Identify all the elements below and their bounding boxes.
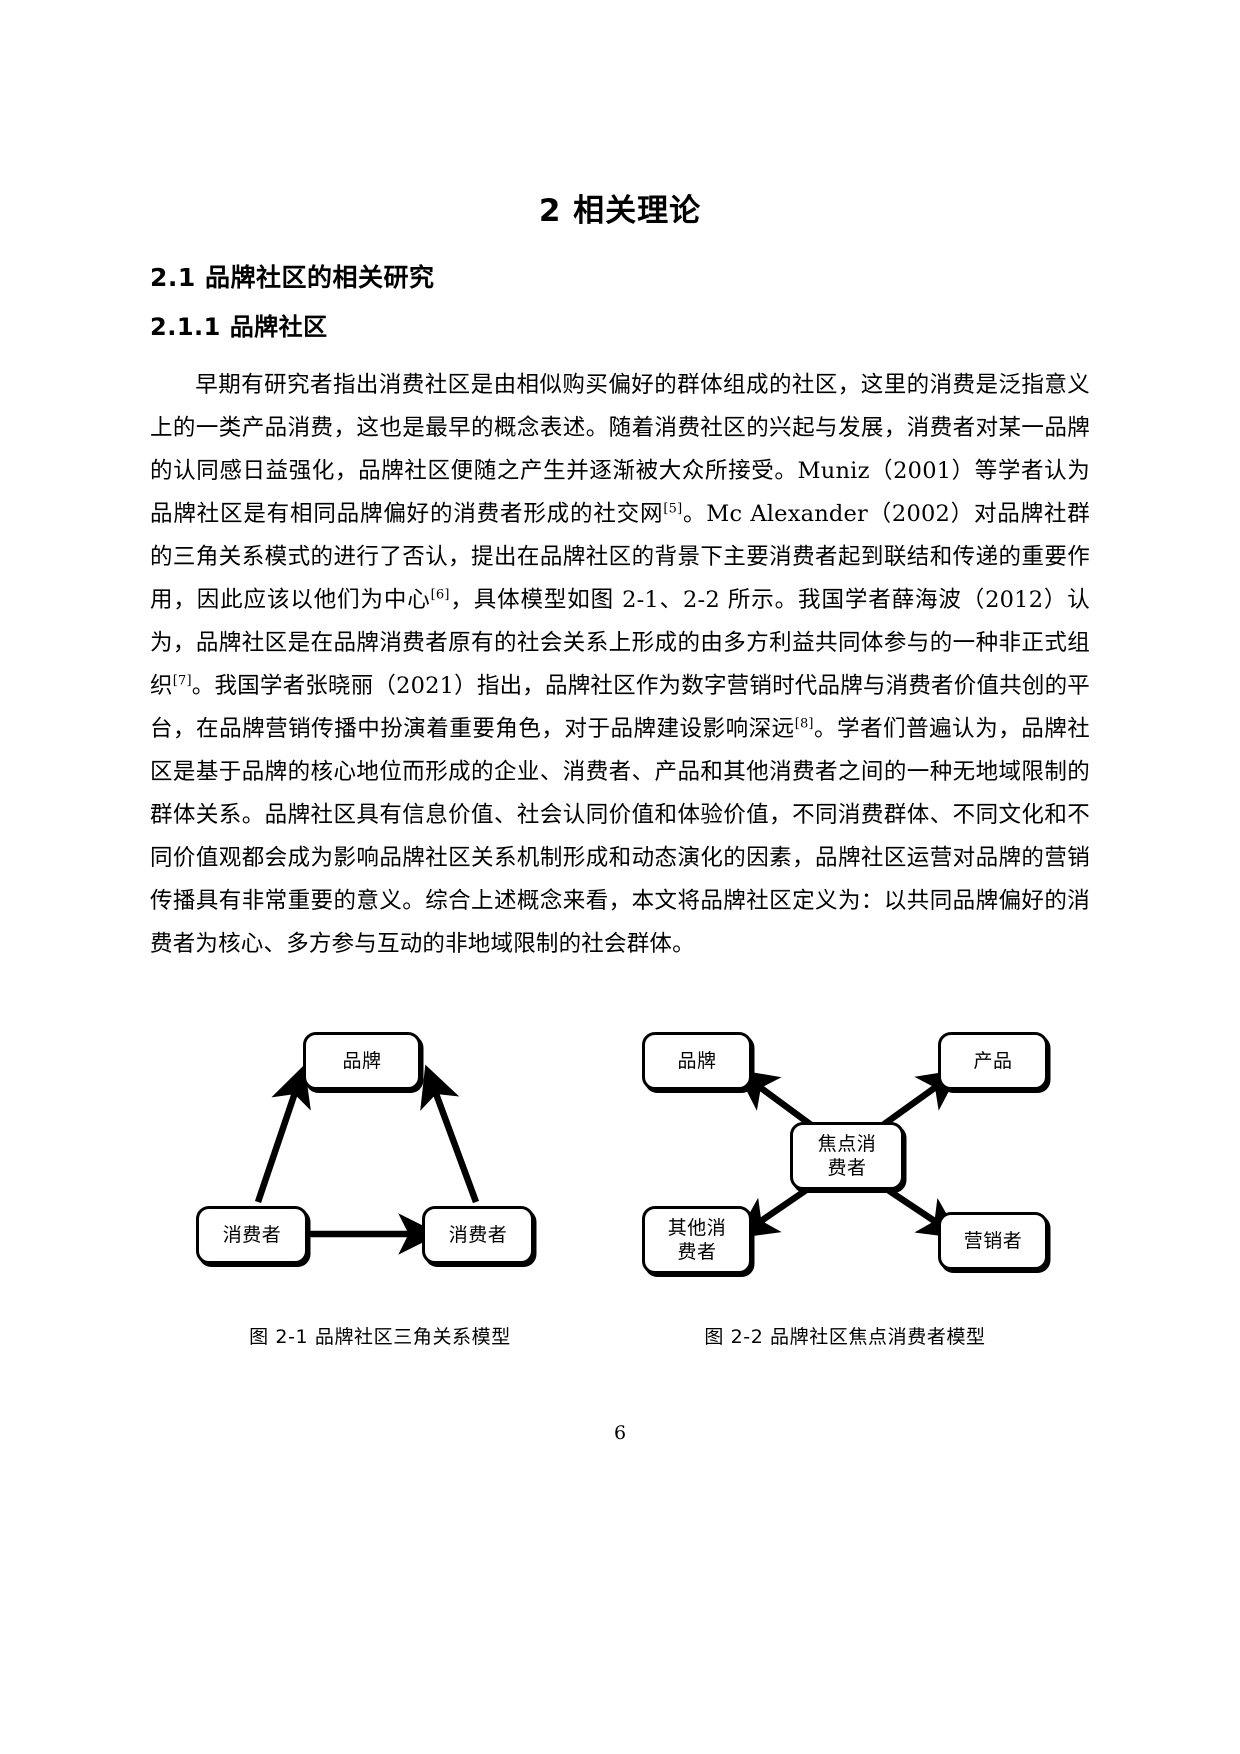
figures-row: 品牌 消费者 消费者 图 2-1 品牌社区三角关系模型 — [150, 1010, 1090, 1350]
citation-ref-7: [7] — [172, 673, 192, 689]
figure-2-2-node-focal-consumer: 焦点消 费者 — [790, 1122, 904, 1190]
figure-2-2-node-brand: 品牌 — [642, 1032, 752, 1090]
figure-2-1-caption: 图 2-1 品牌社区三角关系模型 — [249, 1326, 511, 1348]
figure-2-2-node-product: 产品 — [938, 1032, 1048, 1090]
figure-2-2-caption: 图 2-2 品牌社区焦点消费者模型 — [704, 1326, 986, 1348]
node-label: 焦点消 费者 — [817, 1133, 877, 1179]
citation-ref-6: [6] — [430, 587, 450, 603]
figure-2-2: 品牌 产品 焦点消 费者 其他消 费者 营销者 图 2-2 品牌社区焦点消费者模… — [620, 1010, 1070, 1348]
page-title: 2 相关理论 — [538, 193, 702, 229]
paragraph-part-5: 。学者们普遍认为，品牌社区是基于品牌的核心地位而形成的企业、消费者、产品和其他消… — [150, 716, 1090, 958]
citation-ref-5: [5] — [663, 501, 683, 517]
figure-2-1-node-consumer-left: 消费者 — [196, 1206, 308, 1264]
node-label: 产品 — [973, 1050, 1013, 1072]
node-label: 消费者 — [448, 1224, 508, 1246]
section-heading: 2.1 品牌社区的相关研究 — [150, 263, 435, 293]
paragraph-part-2: 。Mc Alexander（2002）对品牌社群的三角关系模式的进行了否认，提出… — [150, 501, 1090, 614]
page-content: 2 相关理论 2.1 品牌社区的相关研究 2.1.1 品牌社区 早期有研究者指出… — [150, 0, 1090, 966]
figure-2-2-node-other-consumer: 其他消 费者 — [642, 1206, 752, 1274]
citation-ref-8: [8] — [794, 716, 814, 732]
subsection-heading: 2.1.1 品牌社区 — [150, 313, 328, 342]
figure-2-1-arrows — [254, 1064, 480, 1255]
node-label: 其他消 费者 — [667, 1217, 727, 1263]
paragraph-part-4: 。我国学者张晓丽（2021）指出，品牌社区作为数字营销时代品牌与消费者价值共创的… — [150, 673, 1091, 743]
figure-2-1: 品牌 消费者 消费者 图 2-1 品牌社区三角关系模型 — [170, 1010, 590, 1348]
figure-2-1-node-consumer-right: 消费者 — [422, 1206, 534, 1264]
figure-2-1-node-brand: 品牌 — [303, 1032, 421, 1090]
paragraph-part-1: 早期有研究者指出消费社区是由相似购买偏好的群体组成的社区，这里的消费是泛指意义上… — [150, 372, 1090, 528]
node-label: 品牌 — [677, 1050, 717, 1072]
node-label: 营销者 — [963, 1230, 1023, 1252]
paragraph-part-3: ，具体模型如图 2-1、2-2 所示。我国学者薛海波（2012）认为，品牌社区是… — [150, 587, 1090, 700]
figure-2-2-node-marketer: 营销者 — [938, 1212, 1048, 1270]
node-label: 品牌 — [342, 1050, 382, 1072]
page-number: 6 — [613, 1422, 627, 1444]
body-paragraph: 早期有研究者指出消费社区是由相似购买偏好的群体组成的社区，这里的消费是泛指意义上… — [150, 342, 1090, 966]
node-label: 消费者 — [222, 1224, 282, 1246]
